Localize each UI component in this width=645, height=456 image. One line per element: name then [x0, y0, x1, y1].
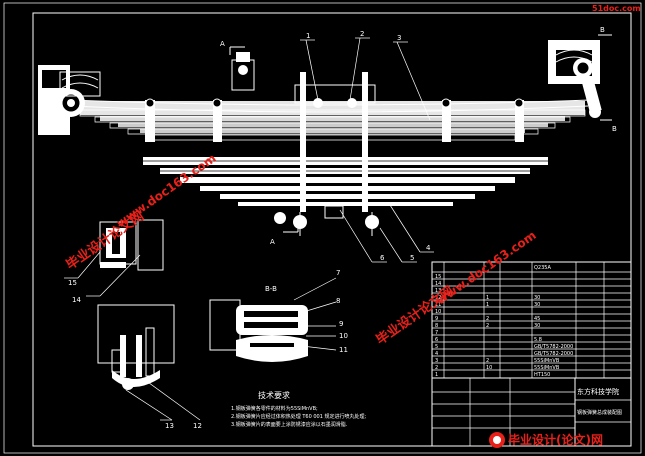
balloon-12: 12 [193, 422, 202, 430]
footer-logo [489, 432, 505, 448]
bom-cell-mat: 55SiMnVB [534, 358, 560, 364]
bom-cell-mat: 30 [534, 302, 540, 308]
section-b-label-right: B [612, 125, 617, 133]
watermark-footer: 毕业设计(论文)网 [508, 432, 603, 447]
bom-cell-mat: GB/T5782-2000 [534, 351, 573, 357]
balloon-13: 13 [165, 422, 174, 430]
balloon-7: 7 [336, 269, 340, 277]
bom-cell-mat: GB/T5782-2000 [534, 344, 573, 350]
bom-cell-mat: 30 [534, 295, 540, 301]
bom-cell-mat: 45 [534, 316, 540, 322]
bom-cell-mat: HT150 [534, 372, 550, 378]
section-a-label-left: A [220, 40, 225, 48]
bom-cell-qty: 1 [486, 302, 489, 308]
bom-cell-no: 1 [435, 372, 438, 378]
watermark-site: 51doc.com [592, 4, 641, 13]
bom-cell-no: 10 [435, 309, 441, 315]
detail-view-left [64, 219, 164, 297]
bom-cell-no: 5 [435, 344, 438, 350]
tech-note-3: 3.钢板弹簧片的表面要上涂防锈漆应涂以石墨润滑脂. [231, 421, 348, 428]
leaf-spring-assembly [38, 34, 612, 236]
bom-cell-no: 2 [435, 365, 438, 371]
bom-header: Q235A [534, 265, 551, 271]
school-name: 东方科技学院 [577, 387, 619, 396]
bom-cell-mat: 30 [534, 323, 540, 329]
bom-cell-no: 14 [435, 281, 441, 287]
bom-cell-qty: 2 [486, 358, 489, 364]
balloon-15: 15 [68, 279, 77, 287]
detail-view-bottom-left [97, 304, 201, 421]
balloon-9: 9 [339, 320, 343, 328]
outer-frame [3, 2, 642, 454]
balloon-8: 8 [336, 297, 340, 305]
section-view-title: B-B [265, 285, 277, 293]
balloon-10: 10 [339, 332, 348, 340]
bom-cell-no: 13 [435, 288, 441, 294]
balloon-5: 5 [410, 254, 414, 262]
bom-cell-mat: 55SiMnVB [534, 365, 560, 371]
bom-cell-no: 7 [435, 330, 438, 336]
section-view-b-b [209, 277, 337, 362]
bom-cell-qty: 10 [486, 365, 492, 371]
balloon-14: 14 [72, 296, 81, 304]
balloon-4: 4 [426, 244, 431, 252]
bom-cell-no: 8 [435, 323, 438, 329]
bom-cell-qty: 1 [486, 295, 489, 301]
bom-cell-no: 11 [435, 302, 441, 308]
balloon-11: 11 [339, 346, 348, 354]
balloon-2: 2 [360, 30, 364, 38]
leader-lines [300, 37, 434, 263]
bom-cell-no: 3 [435, 358, 438, 364]
balloon-3: 3 [397, 34, 401, 42]
bom-cell-no: 6 [435, 337, 438, 343]
bom-cell-qty: 2 [486, 323, 489, 329]
inner-frame [32, 12, 632, 447]
section-b-label-top: B [600, 26, 605, 34]
bom-cell-qty: 2 [486, 316, 489, 322]
tech-note-1: 1.钢板弹簧各零件的材料为55SiMnVB; [231, 405, 318, 412]
tech-note-2: 2.钢板弹簧片应经过体积热处理 T60 001 规定进行喷丸处理; [231, 413, 367, 420]
tech-title: 技术要求 [258, 390, 290, 400]
bom-cell-mat: 5.8 [534, 337, 542, 343]
balloon-1: 1 [306, 32, 310, 40]
title-block [431, 377, 632, 447]
drawing-name: 钢板弹簧总成装配图 [577, 409, 622, 416]
section-a-label-right: A [270, 238, 275, 246]
bom-cell-no: 12 [435, 295, 441, 301]
bom-cell-no: 9 [435, 316, 438, 322]
bom-cell-no: 15 [435, 274, 441, 280]
balloon-6: 6 [380, 254, 385, 262]
bom-cell-no: 4 [435, 351, 438, 357]
